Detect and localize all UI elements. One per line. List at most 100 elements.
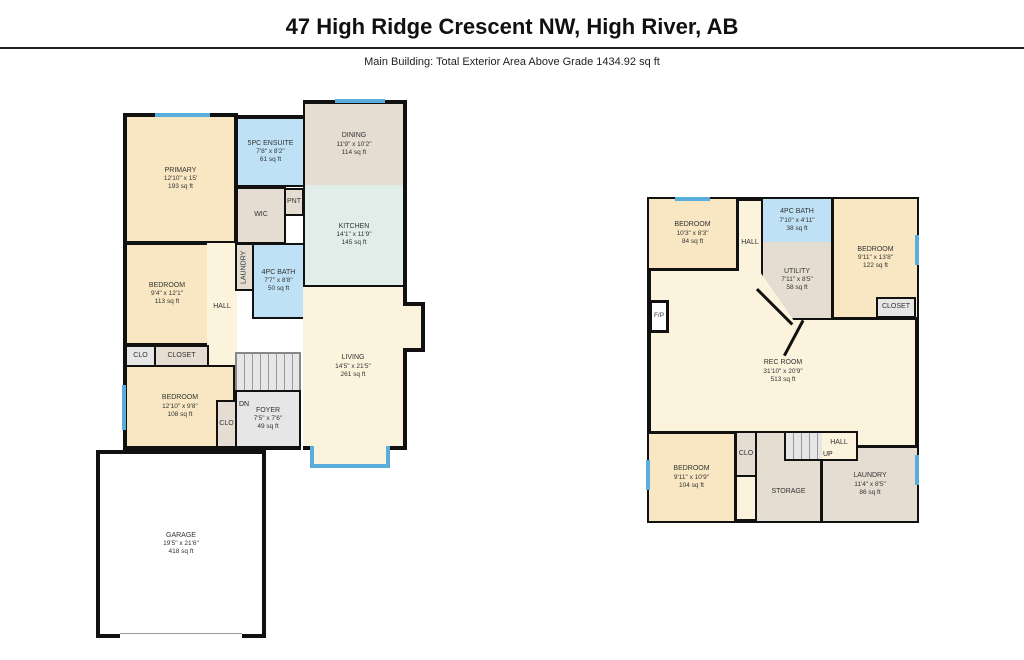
room-kitchen: KITCHEN 14'1" x 11'9" 145 sq ft [303,185,407,287]
room-area: 61 sq ft [259,156,282,164]
room-area: 113 sq ft [154,298,180,306]
room-hall: HALL [207,243,237,371]
room-hall: HALL [822,431,858,461]
room-area: 49 sq ft [257,423,279,431]
room-bedroom: BEDROOM 10'3" x 8'3" 84 sq ft [649,199,739,271]
room-4pc-bath: 4PC BATH 7'7" x 8'8" 50 sq ft [252,243,305,319]
room-name: LAUNDRY [853,472,887,479]
room-closet: CLOSET [876,297,916,318]
room-dims: 12'10" x 15' [163,175,198,183]
room-area: 122 sq ft [863,262,888,270]
room-name: KITCHEN [338,222,370,230]
room-area: 86 sq ft [859,488,881,496]
room-dims: 7'7" x 8'8" [264,277,293,285]
page-title: 47 High Ridge Crescent NW, High River, A… [285,14,739,39]
room-dims: 14'5" x 21'5" [335,362,371,370]
room-name: GARAGE [166,531,196,539]
room-name: WIC [254,211,268,219]
room-4pc-bath: 4PC BATH 7'10" x 4'11" 38 sq ft [761,199,833,244]
room-area: 418 sq ft [168,548,194,556]
stairs-up-label: UP [823,451,833,458]
room-area: 193 sq ft [168,183,193,191]
window [122,385,126,430]
room-bedroom: BEDROOM 9'4" x 12'1" 113 sq ft [123,243,209,345]
room-dims: 7'8" x 8'2" [256,148,285,156]
stairs-down-label: DN [239,401,250,408]
room-name: BEDROOM [161,394,199,401]
room-hall: HALL [739,236,761,250]
room-dims: 11'9" x 10'2" [336,140,372,148]
page-subtitle: Main Building: Total Exterior Area Above… [364,56,660,68]
room-name: BEDROOM [857,245,894,253]
room-clo: CLO [216,400,237,450]
room-name: PRIMARY [164,166,197,174]
title-divider [0,47,1024,49]
room-name: REC ROOM [763,359,803,366]
room-name: LAUNDRY [240,250,248,284]
room-name: F/P [653,312,665,320]
room-clo: CLO [123,345,156,367]
room-dims: 11'4" x 8'5" [854,480,886,488]
window [155,113,210,117]
room-name: BEDROOM [673,465,710,472]
room-dims: 12'10" x 9'8" [162,402,198,410]
room-area: 38 sq ft [786,224,808,232]
room-name: FOYER [255,406,281,414]
room-garage: GARAGE 19'5" x 21'6" 418 sq ft [96,450,266,638]
room-dims: 9'11" x 13'8" [857,254,894,262]
room-foyer: FOYER 7'5" x 7'6" 49 sq ft [235,390,301,450]
room-area: 108 sq ft [167,410,193,418]
room-name: CLOSET [881,303,910,311]
room-area: 513 sq ft [770,375,796,383]
stairs[interactable] [784,431,824,461]
room-primary: PRIMARY 12'10" x 15' 193 sq ft [123,113,238,245]
room-name: STORAGE [771,487,806,495]
room-area: 104 sq ft [679,481,704,489]
window [915,455,919,485]
room-bedroom: BEDROOM 9'11" x 10'9" 104 sq ft [649,431,737,521]
room-living: LIVING 14'5" x 21'5" 261 sq ft [303,285,407,450]
room-clo: CLO [735,431,757,477]
room-dining: DINING 11'9" x 10'2" 114 sq ft [303,100,407,187]
room-name: BEDROOM [674,221,711,228]
room-name: CLO [133,351,148,359]
room-dims: 10'3" x 8'3" [676,229,709,237]
room-name: BEDROOM [148,281,186,289]
room-dims: 7'11" x 8'5" [781,276,813,284]
room-name: CLO [738,449,754,457]
room-area: 84 sq ft [681,237,704,245]
room-area: 58 sq ft [786,284,808,292]
room-closet: CLOSET [154,345,209,367]
room-dims: 9'11" x 10'9" [673,473,710,481]
window [675,197,710,201]
room-dims: 7'10" x 4'11" [779,216,815,224]
room-area: 261 sq ft [340,370,366,378]
window [646,460,650,490]
room-name: CLO [219,419,234,427]
room-name: 5PC ENSUITE [247,139,294,147]
room-wic: WIC [236,187,286,244]
window [335,99,385,103]
room-dims: 9'4" x 12'1" [150,290,184,298]
stairs[interactable] [235,352,301,392]
bay-window [310,446,390,468]
room-name: 4PC BATH [261,268,296,276]
room-name: LIVING [341,354,365,361]
garage-door [120,633,242,638]
room-area: 114 sq ft [341,148,367,156]
room-name: HALL [830,439,848,446]
room-name: HALL [213,302,231,310]
room-name: UTILITY [783,267,811,275]
room-name: DINING [341,132,367,139]
room-name: HALL [741,238,759,246]
room-dims: 31'10" x 20'9" [763,367,803,375]
room-name: CLOSET [167,351,196,359]
room-area: 50 sq ft [267,285,290,293]
room-dims: 14'1" x 11'9" [336,231,372,239]
room-5pc-ensuite: 5PC ENSUITE 7'8" x 8'2" 61 sq ft [236,115,305,187]
fireplace: F/P [649,300,669,333]
window [915,235,919,265]
room-dims: 7'5" x 7'6" [253,415,283,423]
living-bump-out [403,302,425,352]
room-name: 4PC BATH [780,208,814,215]
